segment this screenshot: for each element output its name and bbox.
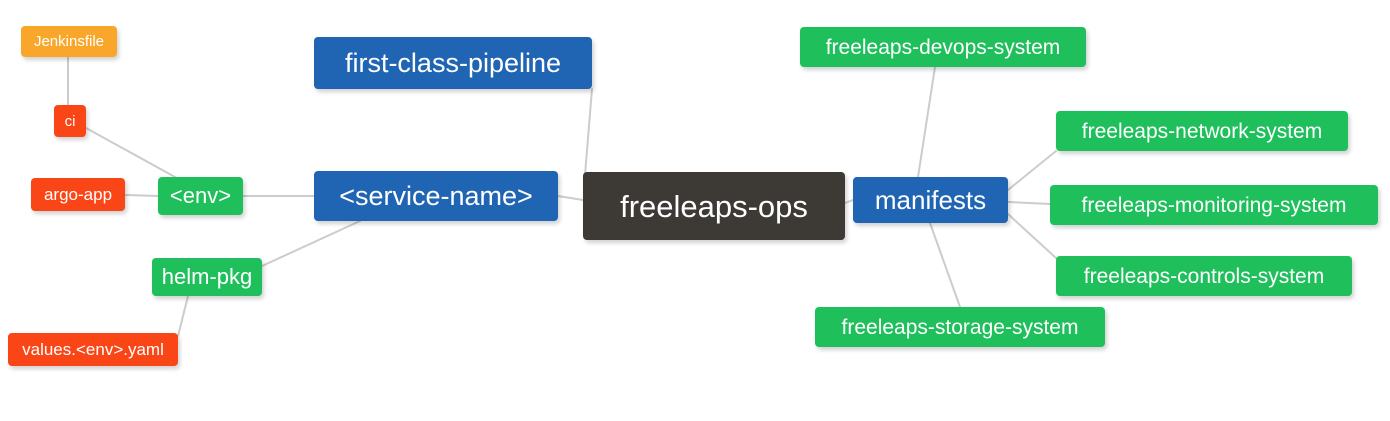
mindmap-node-freeleaps-controls-system[interactable]: freeleaps-controls-system: [1056, 256, 1352, 296]
mindmap-node-label: ci: [64, 112, 76, 130]
mindmap-node-label: first-class-pipeline: [344, 47, 562, 78]
edge-env-argo: [124, 194, 159, 197]
mindmap-node-label: freeleaps-storage-system: [841, 315, 1079, 339]
mindmap-node-label: <env>: [169, 183, 232, 208]
edge-ops-service: [557, 195, 584, 201]
mindmap-node-label: helm-pkg: [161, 264, 253, 289]
edge-service-helm: [261, 220, 361, 267]
mindmap-node-ci[interactable]: ci: [54, 105, 86, 137]
edge-helm-values: [177, 295, 189, 337]
mindmap-node-values-yaml[interactable]: values.<env>.yaml: [8, 333, 178, 366]
edge-env-ci: [85, 127, 176, 178]
mindmap-node-label: <service-name>: [339, 180, 533, 211]
mindmap-node-label: freeleaps-devops-system: [825, 35, 1061, 59]
mindmap-node-jenkinsfile[interactable]: Jenkinsfile: [21, 26, 117, 57]
mindmap-node-label: freeleaps-monitoring-system: [1081, 193, 1347, 217]
mindmap-node-label: freeleaps-network-system: [1081, 119, 1323, 143]
mindmap-node-label: manifests: [874, 185, 987, 215]
mindmap-node-first-class-pipeline[interactable]: first-class-pipeline: [314, 37, 592, 89]
edge-ops-manifests: [844, 199, 854, 204]
mindmap-node-freeleaps-monitoring-system[interactable]: freeleaps-monitoring-system: [1050, 185, 1378, 225]
mindmap-node-label: freeleaps-controls-system: [1083, 264, 1325, 288]
mindmap-node-freeleaps-network-system[interactable]: freeleaps-network-system: [1056, 111, 1348, 151]
mindmap-node-helm-pkg[interactable]: helm-pkg: [152, 258, 262, 296]
mindmap-node-label: argo-app: [43, 185, 113, 204]
mindmap-node-argo-app[interactable]: argo-app: [31, 178, 125, 211]
mindmap-node-freeleaps-storage-system[interactable]: freeleaps-storage-system: [815, 307, 1105, 347]
mindmap-node-label: Jenkinsfile: [33, 33, 105, 50]
mindmap-node-label: values.<env>.yaml: [22, 340, 164, 359]
edge-manifests-monitoring: [1007, 201, 1051, 205]
edge-manifests-storage: [929, 222, 961, 308]
edge-ops-pipeline: [584, 88, 593, 176]
mindmap-node-service-name[interactable]: <service-name>: [314, 171, 558, 221]
mindmap-node-freeleaps-ops[interactable]: freeleaps-ops: [583, 172, 845, 240]
edge-manifests-network: [1007, 150, 1057, 191]
edge-manifests-devops: [917, 66, 936, 178]
mindmap-node-label: freeleaps-ops: [620, 188, 808, 224]
mindmap-node-env[interactable]: <env>: [158, 177, 243, 215]
edge-manifests-controls: [1007, 213, 1057, 259]
mindmap-node-manifests[interactable]: manifests: [853, 177, 1008, 223]
mindmap-node-freeleaps-devops-system[interactable]: freeleaps-devops-system: [800, 27, 1086, 67]
